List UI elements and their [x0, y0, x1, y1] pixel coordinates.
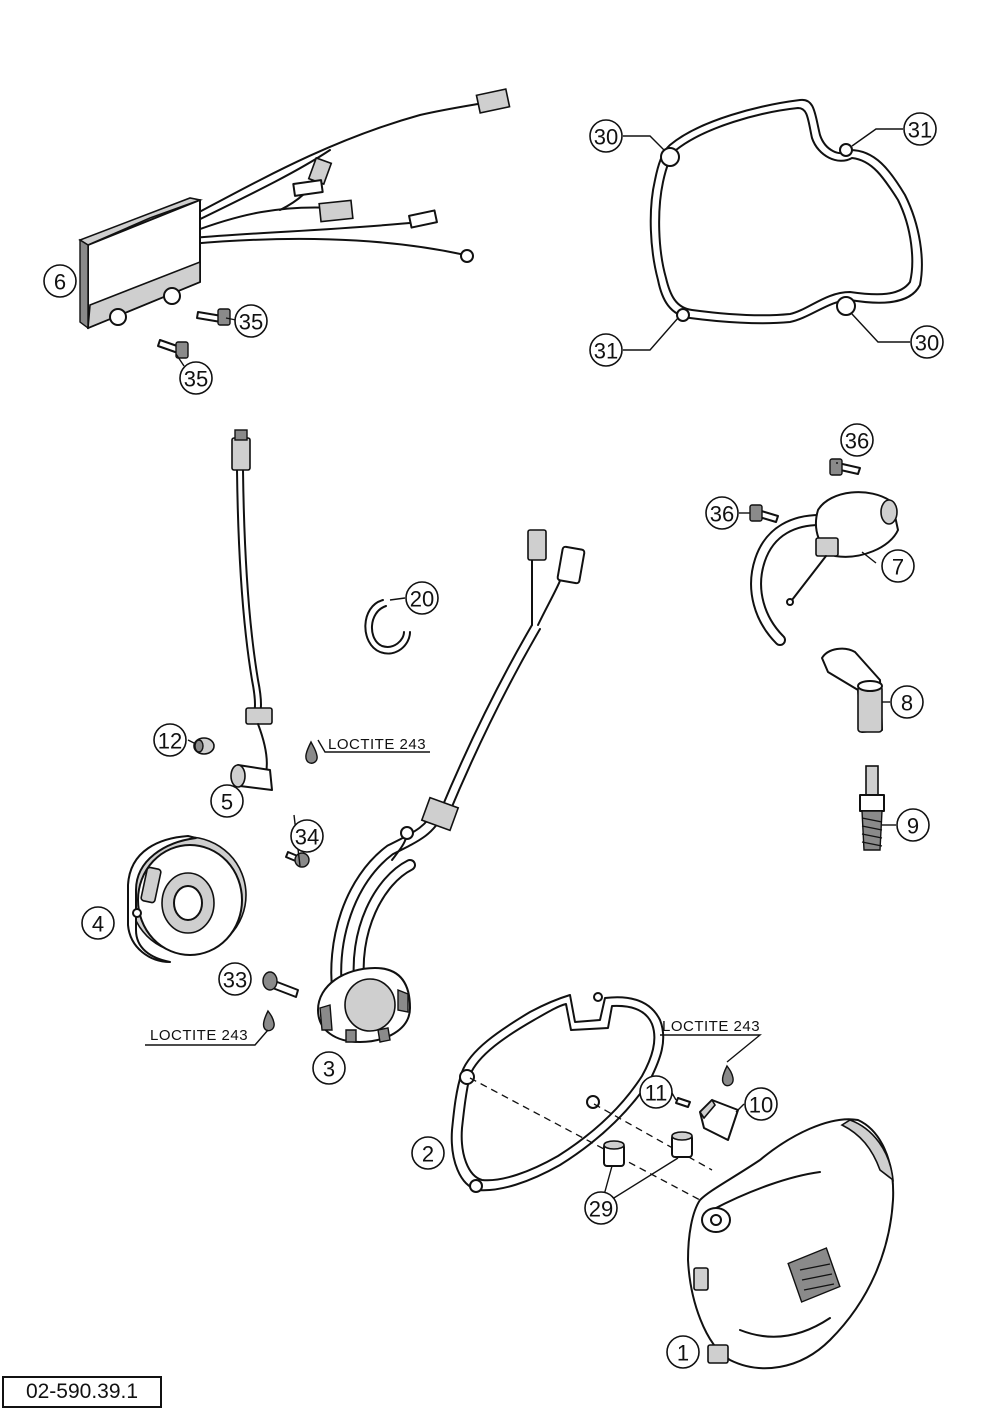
dowel-part-29-b	[671, 1131, 693, 1158]
svg-text:35: 35	[184, 367, 208, 392]
svg-text:11: 11	[645, 1081, 668, 1106]
spark-plug-cap-part-8	[821, 647, 883, 733]
svg-text:30: 30	[594, 125, 618, 150]
callout-part-33: 33	[218, 962, 252, 996]
callout-part-4: 4	[81, 906, 115, 940]
svg-text:36: 36	[710, 502, 734, 527]
svg-text:35: 35	[239, 310, 263, 335]
callout-part-8: 8	[890, 685, 924, 719]
svg-text:30: 30	[915, 331, 939, 356]
loctite-label: LOCTITE 243	[662, 1018, 760, 1035]
cover-gasket-part-2	[450, 992, 665, 1193]
svg-text:5: 5	[221, 790, 233, 815]
clip-part-20	[364, 599, 411, 655]
callout-part-35-b: 35	[179, 361, 213, 395]
callout-part-35-a: 35	[234, 304, 268, 338]
screw-part-34	[285, 740, 318, 868]
stator-part-3	[317, 529, 586, 1043]
pulse-generator-part-5	[230, 429, 273, 791]
svg-text:34: 34	[295, 825, 319, 850]
svg-text:20: 20	[410, 587, 434, 612]
bracket-part-10	[698, 1098, 739, 1141]
screw-part-36-a	[829, 458, 861, 476]
callout-part-31-a: 31	[903, 112, 937, 146]
svg-text:8: 8	[901, 691, 913, 716]
callout-part-9: 9	[896, 808, 930, 842]
callout-part-12: 12	[153, 723, 187, 757]
loctite-note-right: LOCTITE 243	[660, 1018, 762, 1063]
callout-part-31-b: 31	[589, 333, 623, 367]
callout-part-2: 2	[411, 1136, 445, 1170]
callout-part-10: 10	[744, 1087, 778, 1121]
callout-part-5: 5	[210, 784, 244, 818]
ignition-coil-part-7	[750, 491, 899, 646]
svg-text:1: 1	[677, 1341, 689, 1366]
callout-part-1: 1	[666, 1335, 700, 1369]
dowel-part-29-a	[603, 1140, 625, 1167]
screw-part-36-b	[749, 504, 779, 523]
callout-part-29: 29	[584, 1191, 618, 1225]
ignition-cover-part-1	[687, 1118, 895, 1370]
callout-part-36-b: 36	[705, 496, 739, 530]
callout-part-7: 7	[881, 549, 915, 583]
callout-part-11: 11	[639, 1075, 673, 1109]
diagram-code: 02-590.39.1	[25, 1380, 139, 1403]
callout-part-3: 3	[312, 1051, 346, 1085]
loctite-note-left: LOCTITE 243	[145, 1027, 269, 1046]
callout-part-30-b: 30	[910, 325, 944, 359]
svg-text:29: 29	[589, 1197, 613, 1222]
svg-text:3: 3	[323, 1057, 335, 1082]
gasket-part-30-31	[649, 98, 923, 325]
loctite-label: LOCTITE 243	[150, 1027, 248, 1044]
callout-part-30-a: 30	[589, 119, 623, 153]
flywheel-part-4	[127, 835, 247, 963]
loctite-label: LOCTITE 243	[328, 736, 426, 753]
callout-part-34: 34	[290, 819, 324, 853]
svg-text:12: 12	[158, 729, 182, 754]
svg-text:31: 31	[594, 339, 618, 364]
svg-text:10: 10	[749, 1093, 773, 1118]
callout-part-6: 6	[43, 264, 77, 298]
loctite-note-top: LOCTITE 243	[317, 736, 430, 753]
screw-part-11	[675, 1064, 734, 1108]
svg-text:6: 6	[54, 270, 66, 295]
svg-text:31: 31	[908, 118, 932, 143]
svg-text:9: 9	[907, 814, 919, 839]
callout-part-20: 20	[405, 581, 439, 615]
cdi-unit-part-6	[78, 88, 511, 330]
screw-part-35-a	[196, 308, 231, 326]
svg-text:33: 33	[223, 968, 247, 993]
callout-part-36-a: 36	[840, 423, 874, 457]
spark-plug-part-9	[859, 765, 885, 851]
diagram-code-box: 02-590.39.1	[2, 1376, 162, 1408]
svg-text:7: 7	[892, 555, 904, 580]
screw-part-33	[262, 971, 299, 1032]
svg-text:36: 36	[845, 429, 869, 454]
svg-text:2: 2	[422, 1142, 434, 1167]
screw-part-35-b	[157, 339, 189, 359]
svg-text:4: 4	[92, 912, 104, 937]
plug-part-12	[193, 737, 215, 755]
